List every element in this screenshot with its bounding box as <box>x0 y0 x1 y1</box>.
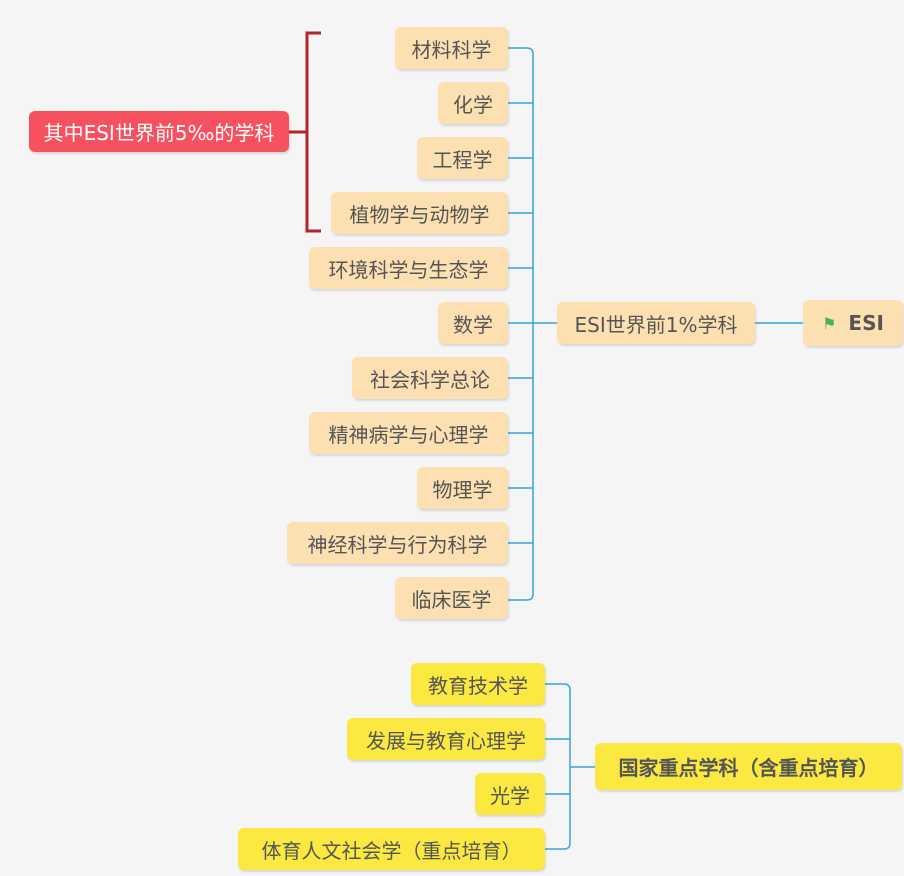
esi-subject-node[interactable]: 工程学 <box>417 137 508 179</box>
esi-subject-node[interactable]: 环境科学与生态学 <box>309 247 508 289</box>
esi-subject-node[interactable]: 材料科学 <box>395 27 508 69</box>
national-subject-label: 光学 <box>490 783 530 808</box>
national-subject-label: 教育技术学 <box>428 673 528 698</box>
esi-subject-node[interactable]: 精神病学与心理学 <box>309 412 508 454</box>
esi-root-label: ESI <box>848 311 884 335</box>
esi-subject-node[interactable]: 社会科学总论 <box>352 357 508 399</box>
esi-subject-node[interactable]: 物理学 <box>417 467 508 509</box>
esi-branch-node[interactable]: ESI世界前1%学科 <box>557 302 755 344</box>
esi-summary-label: 其中ESI世界前5‰的学科 <box>43 121 275 145</box>
national-subject-label: 体育人文社会学（重点培育） <box>261 838 522 863</box>
national-subject-label: 发展与教育心理学 <box>366 728 526 753</box>
national-root-node[interactable]: 国家重点学科（含重点培育） <box>595 743 902 790</box>
esi-subject-label: 环境科学与生态学 <box>328 257 489 282</box>
esi-subject-label: 工程学 <box>432 147 493 172</box>
esi-subject-label: 数学 <box>453 312 493 337</box>
esi-subject-label: 神经科学与行为科学 <box>307 532 488 557</box>
esi-subject-node[interactable]: 数学 <box>438 302 508 344</box>
esi-subject-node[interactable]: 临床医学 <box>395 577 508 619</box>
national-subject-node[interactable]: 体育人文社会学（重点培育） <box>238 828 545 870</box>
esi-subject-node[interactable]: 植物学与动物学 <box>331 192 508 234</box>
national-subject-node[interactable]: 光学 <box>475 773 545 815</box>
esi-subject-node[interactable]: 化学 <box>438 82 508 124</box>
esi-subject-label: 精神病学与心理学 <box>328 422 489 447</box>
esi-subject-node[interactable]: 神经科学与行为科学 <box>287 522 508 564</box>
summary-bracket <box>289 31 321 233</box>
esi-subject-label: 材料科学 <box>411 37 492 62</box>
esi-subject-label: 物理学 <box>432 477 493 502</box>
national-root-label: 国家重点学科（含重点培育） <box>618 756 879 780</box>
esi-subject-label: 化学 <box>453 92 493 117</box>
flag-icon: ⚑ <box>822 313 837 333</box>
esi-summary-node[interactable]: 其中ESI世界前5‰的学科 <box>29 111 289 152</box>
national-subject-node[interactable]: 教育技术学 <box>411 663 545 705</box>
esi-branch-label: ESI世界前1%学科 <box>574 312 738 337</box>
national-subject-node[interactable]: 发展与教育心理学 <box>347 718 545 760</box>
esi-subject-label: 社会科学总论 <box>370 367 490 392</box>
esi-subject-label: 临床医学 <box>411 587 492 612</box>
esi-root-node[interactable]: ⚑ ESI <box>803 300 903 346</box>
esi-subject-label: 植物学与动物学 <box>349 202 490 227</box>
